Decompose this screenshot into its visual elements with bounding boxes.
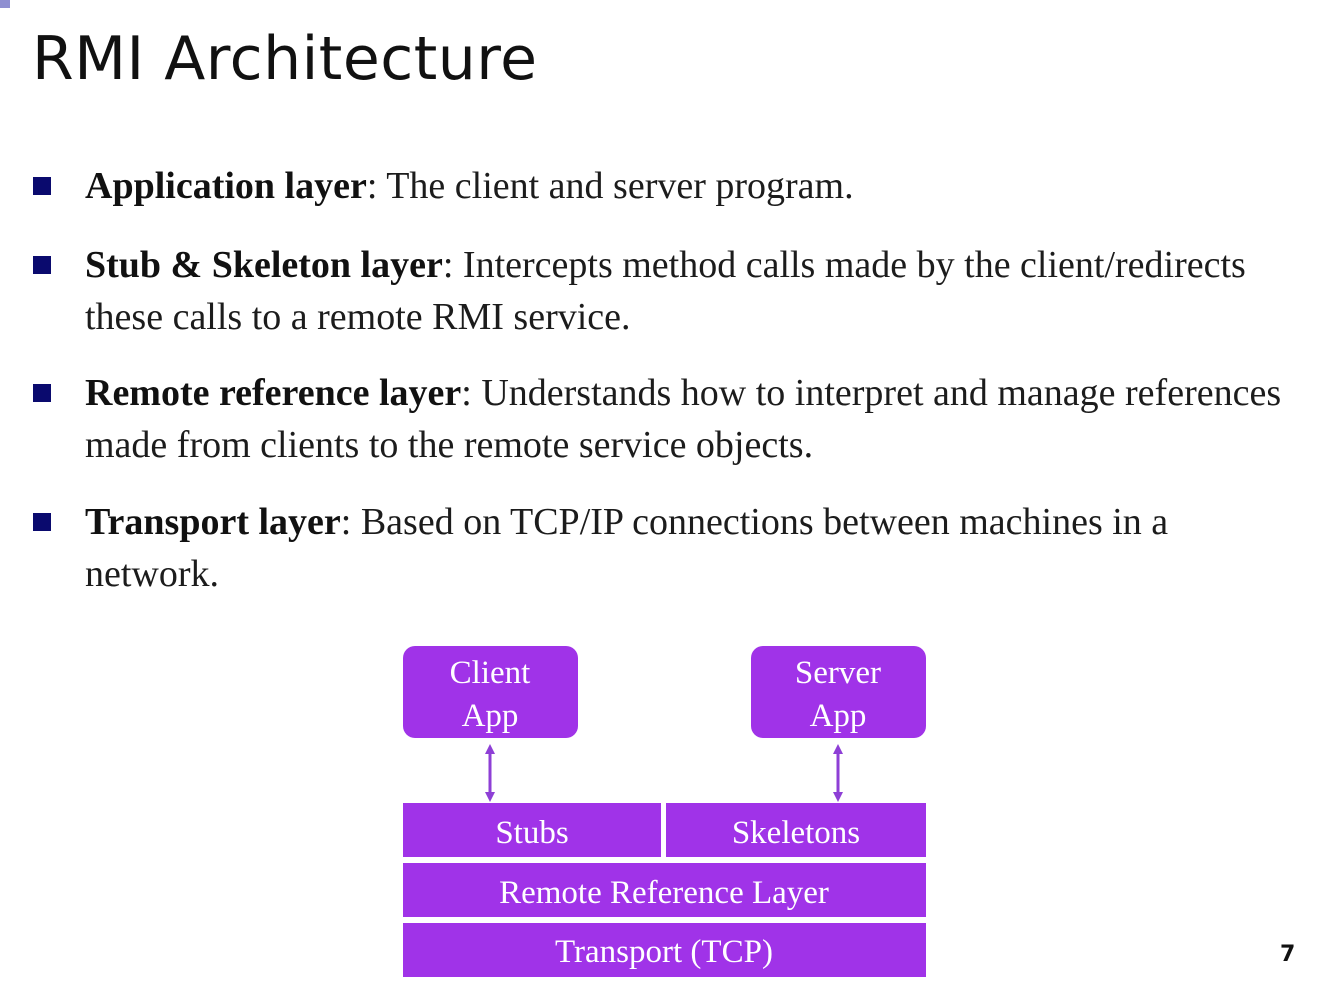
bullet-term: Stub & Skeleton layer: [85, 244, 443, 286]
bullet-transport-layer: Transport layer: Based on TCP/IP connect…: [33, 496, 1300, 600]
remote-reference-layer-label: Remote Reference Layer: [499, 875, 829, 911]
square-bullet-icon: [33, 177, 51, 195]
bullet-text: : Understands how to interpret and manag…: [85, 372, 1282, 466]
skeletons-label: Skeletons: [732, 815, 860, 851]
client-app-label-line1: Client: [450, 655, 531, 691]
stubs-rect: [403, 803, 661, 857]
server-app-rect: [751, 646, 926, 738]
skeletons-box: Skeletons: [666, 803, 926, 857]
transport-rect: [403, 923, 926, 977]
slide-title: RMI Architecture: [32, 24, 538, 94]
stubs-label: Stubs: [495, 815, 568, 851]
remote-reference-layer-rect: [403, 863, 926, 917]
bullet-stub-skeleton-layer: Stub & Skeleton layer: Intercepts method…: [33, 239, 1300, 343]
client-app-label-line2: App: [462, 698, 519, 734]
square-bullet-icon: [33, 513, 51, 531]
transport-label: Transport (TCP): [555, 934, 773, 970]
bullet-application-layer: Application layer: The client and server…: [33, 160, 1300, 212]
transport-box: Transport (TCP): [403, 923, 926, 977]
corner-accent: [0, 0, 10, 8]
bullet-term: Transport layer: [85, 501, 341, 543]
bullet-text: : Intercepts method calls made by the cl…: [85, 244, 1246, 338]
square-bullet-icon: [33, 256, 51, 274]
remote-reference-layer-box: Remote Reference Layer: [403, 863, 926, 917]
server-app-label-line1: Server: [795, 655, 881, 691]
stubs-box: Stubs: [403, 803, 661, 857]
bullet-text: : Based on TCP/IP connections between ma…: [85, 501, 1169, 595]
square-bullet-icon: [33, 384, 51, 402]
client-app-box: Client App: [403, 646, 578, 738]
server-app-label-line2: App: [810, 698, 867, 734]
bullet-term: Remote reference layer: [85, 372, 462, 414]
server-app-box: Server App: [751, 646, 926, 738]
page-number: 7: [1280, 942, 1296, 967]
bullet-remote-reference-layer: Remote reference layer: Understands how …: [33, 367, 1300, 471]
bullet-term: Application layer: [85, 165, 367, 207]
client-app-rect: [403, 646, 578, 738]
skeletons-rect: [666, 803, 926, 857]
bullet-text: : The client and server program.: [366, 165, 854, 207]
